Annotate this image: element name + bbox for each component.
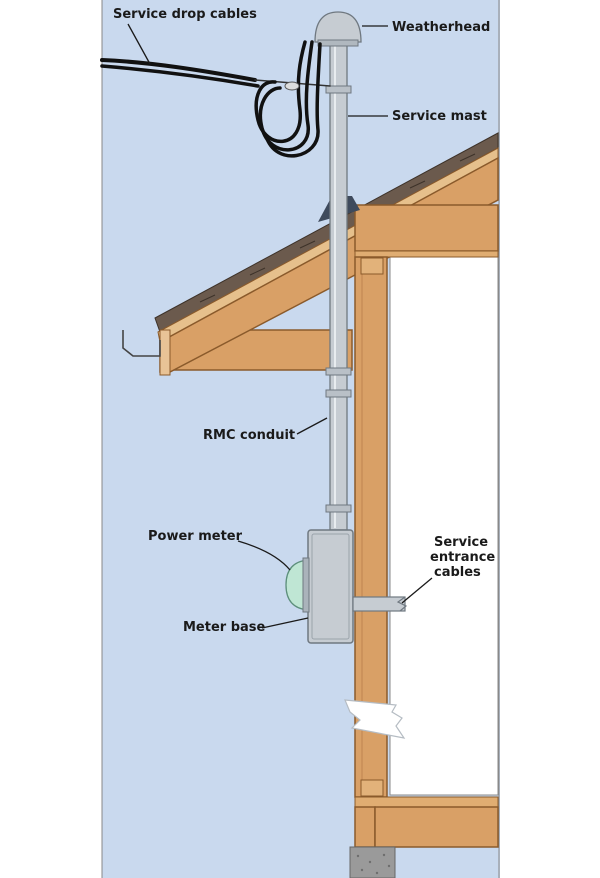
label-service-entrance-line2: entrance — [430, 550, 495, 565]
meter-base-box — [307, 529, 354, 644]
service-drop-cables — [100, 40, 331, 158]
rim-joist — [354, 806, 376, 848]
label-power-meter: Power meter — [148, 529, 243, 544]
label-service-entrance-line1: Service — [434, 535, 488, 550]
service-entrance-conduit — [352, 596, 406, 612]
top-plate — [354, 204, 499, 252]
label-weatherhead: Weatherhead — [392, 20, 490, 35]
label-meter-base: Meter base — [183, 620, 266, 635]
meter-ring — [302, 557, 310, 613]
label-service-mast: Service mast — [392, 109, 487, 124]
leader-service-entrance — [401, 577, 433, 604]
floor-joist — [374, 806, 499, 848]
service-mast-pipe — [329, 39, 348, 531]
foundation-texture — [356, 853, 391, 875]
leader-service-drop — [127, 23, 151, 65]
leader-power-meter — [237, 540, 291, 571]
lower-conduit-cutaway — [344, 699, 406, 739]
conduit-strap-1 — [325, 367, 352, 376]
label-rmc-conduit: RMC conduit — [203, 428, 295, 443]
mast-strap-top — [325, 85, 352, 94]
label-service-entrance-line3: cables — [434, 565, 481, 580]
sill-plate — [354, 796, 499, 808]
gutter — [122, 330, 161, 357]
blocking-bottom — [360, 779, 384, 797]
meter-base-inner — [311, 533, 350, 640]
leader-lines — [127, 23, 433, 629]
weatherhead-collar — [317, 39, 359, 47]
fascia-board — [159, 329, 171, 376]
blocking-top — [360, 257, 384, 275]
foundation — [349, 846, 396, 878]
drop-insulator — [284, 81, 300, 91]
conduit-strap-3 — [325, 504, 352, 513]
leader-rmc-conduit — [296, 417, 328, 435]
conduit-strap-2 — [325, 389, 352, 398]
service-entrance-conduit-break — [396, 596, 408, 612]
weatherhead — [314, 11, 362, 43]
interior-wall — [389, 254, 499, 796]
label-service-drop-cables: Service drop cables — [113, 7, 257, 22]
leader-meter-base — [261, 617, 309, 629]
top-plate-lower — [354, 250, 499, 258]
